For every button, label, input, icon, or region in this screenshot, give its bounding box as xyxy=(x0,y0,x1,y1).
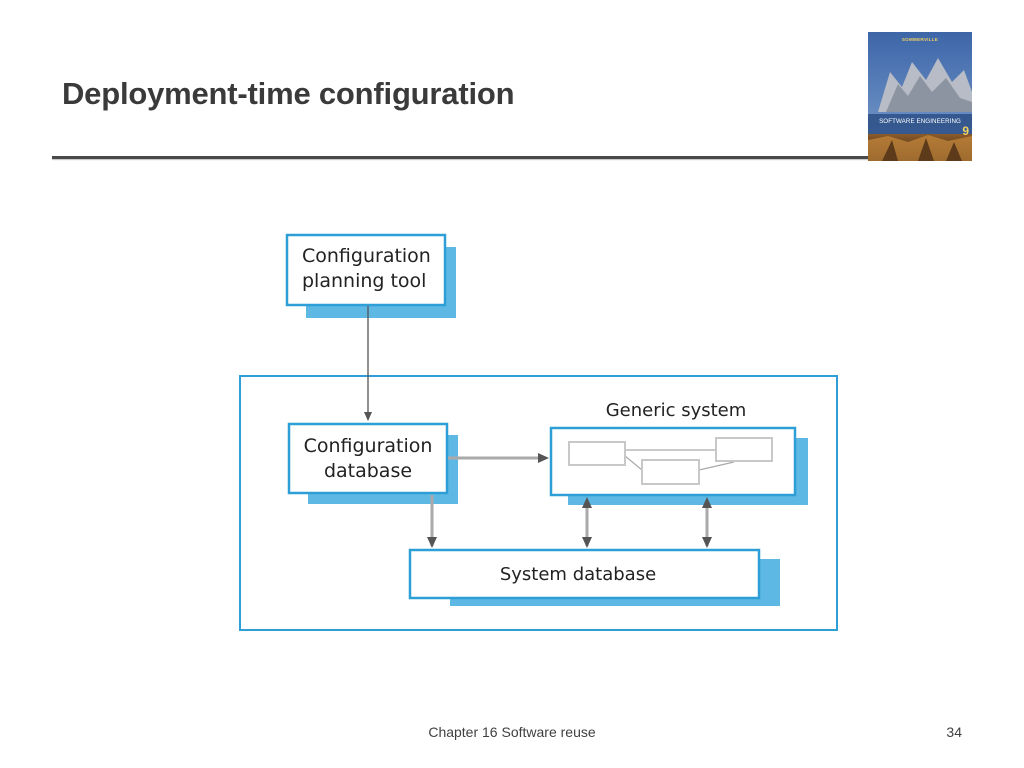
arrow-generic-system-db-left-head-up xyxy=(582,497,592,508)
config-database-box xyxy=(287,422,449,495)
title-divider xyxy=(52,156,870,159)
system-database-node: System database xyxy=(408,548,780,606)
planning-tool-box xyxy=(285,233,447,307)
book-cover-art xyxy=(868,32,972,161)
component-link-left xyxy=(624,455,643,471)
config-database-label-line2: database xyxy=(324,460,412,482)
component-box-middle xyxy=(641,459,700,485)
footer-page-number: 34 xyxy=(946,724,962,740)
system-database-box xyxy=(408,548,761,600)
arrow-generic-system-db-right-head-down xyxy=(702,537,712,548)
config-planning-tool-node: Configuration planning tool xyxy=(285,233,456,318)
book-author: SOMMERVILLE xyxy=(901,37,939,42)
footer-chapter-title: Chapter 16 Software reuse xyxy=(428,724,596,740)
book-title: SOFTWARE ENGINEERING xyxy=(879,118,961,125)
generic-system-node xyxy=(549,426,808,505)
arrow-generic-system-db-left-head-down xyxy=(582,537,592,548)
planning-tool-label-line2: planning tool xyxy=(302,270,426,292)
planning-tool-label-line1: Configuration xyxy=(302,245,431,267)
book-edition: 9 xyxy=(962,124,969,138)
system-database-label: System database xyxy=(500,564,656,585)
component-link-right xyxy=(698,461,735,471)
component-box-right xyxy=(715,437,773,462)
arrow-config-db-to-system-db-head xyxy=(427,537,437,548)
component-box-left xyxy=(568,441,626,466)
generic-system-label: Generic system xyxy=(606,400,747,421)
arrow-generic-system-db-right-head-up xyxy=(702,497,712,508)
config-database-label-line1: Configuration xyxy=(304,435,433,457)
config-database-node: Configuration database xyxy=(287,422,458,504)
arrow-config-db-to-generic-head xyxy=(538,453,549,463)
book-cover-image: SOMMERVILLE SOFTWARE ENGINEERING 9 xyxy=(868,32,972,161)
slide-title: Deployment-time configuration xyxy=(62,76,515,111)
